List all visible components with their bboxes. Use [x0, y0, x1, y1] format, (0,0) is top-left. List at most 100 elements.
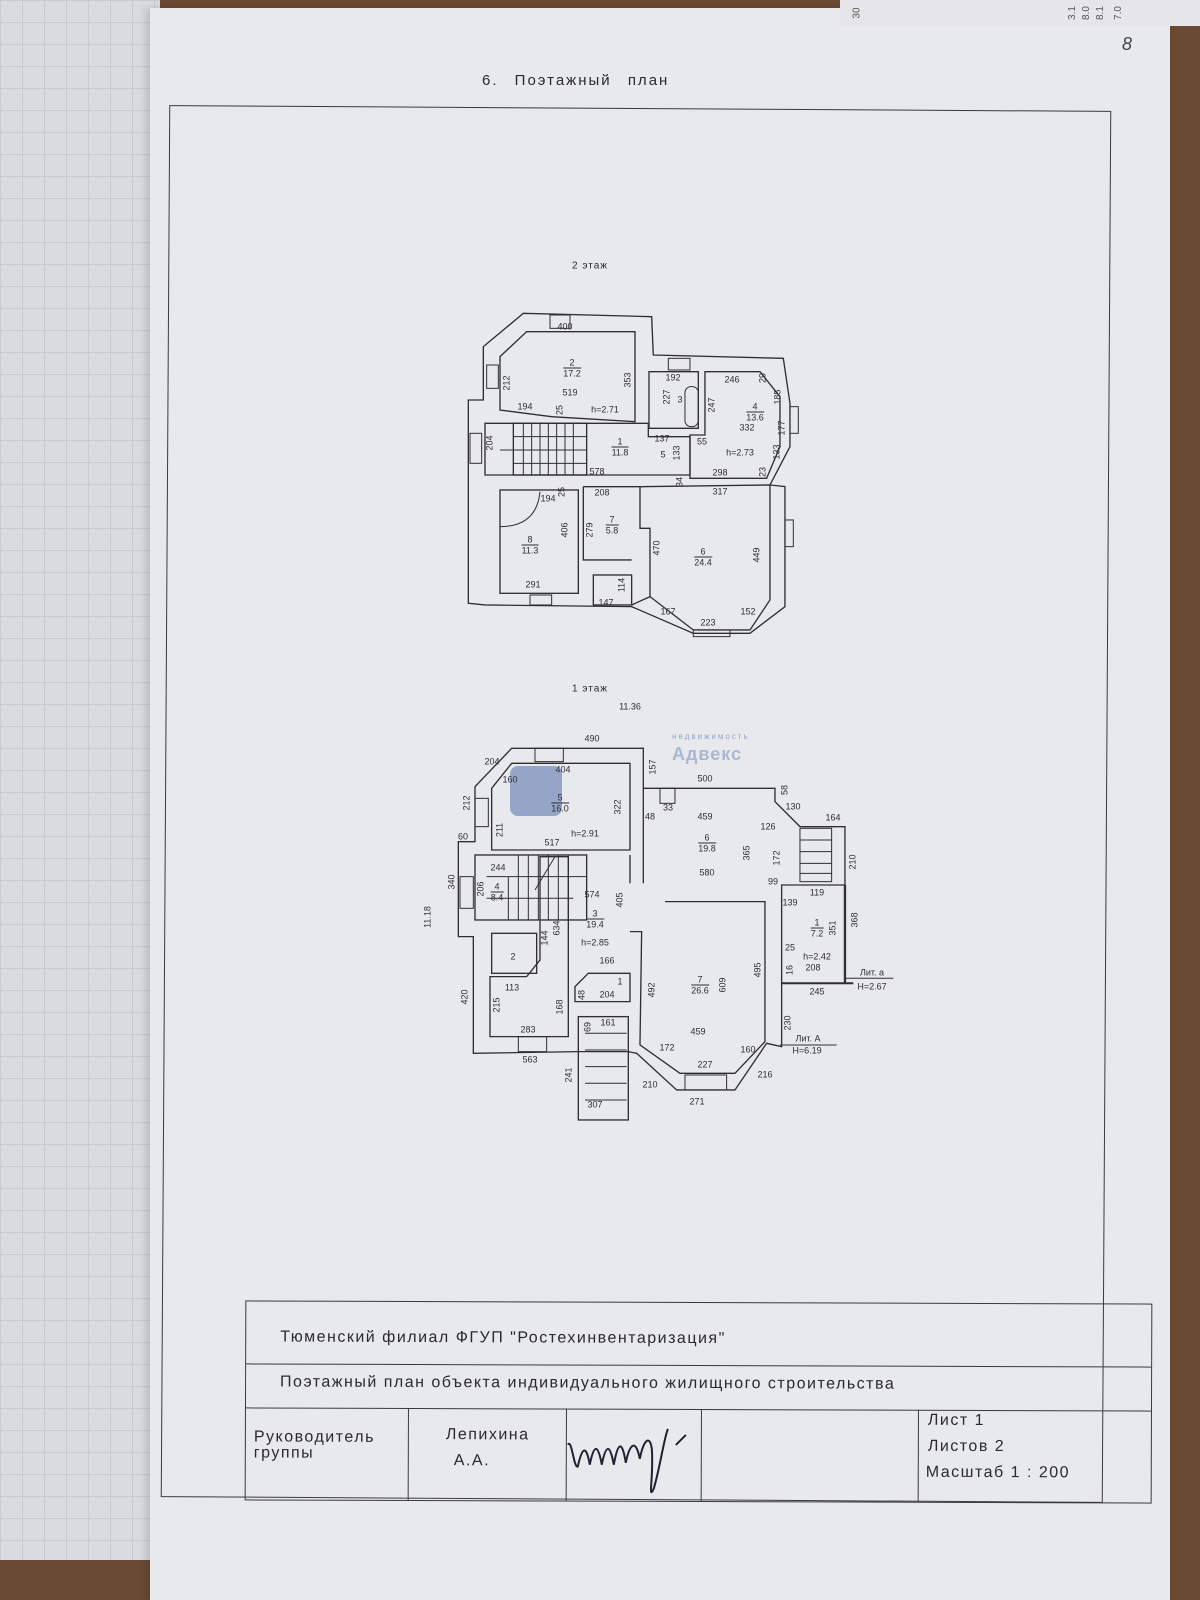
floor1-dimension-label: 58: [779, 784, 790, 796]
floor1-dimension-label: 172: [659, 1042, 675, 1053]
room-number: 5: [551, 793, 569, 804]
floor1-dimension-label: 2: [510, 951, 516, 962]
notebook-left-page: [0, 0, 160, 1560]
floor2-title: 2 этаж: [572, 260, 608, 272]
floor2-plan: [467, 312, 799, 638]
floor2-dimension-label: 29: [757, 372, 768, 384]
floor1-dimension-label: 33: [662, 802, 674, 813]
role-label: Руководитель группы: [253, 1428, 375, 1462]
room-number: 3: [586, 909, 604, 920]
floor1-dimension-label: 48: [576, 989, 587, 1001]
floor2-dimension-label: 279: [584, 522, 595, 538]
floor2-dimension-label: 406: [559, 522, 570, 538]
floor2-dimension-label: 194: [540, 493, 556, 504]
surname: Лепихина: [445, 1426, 530, 1444]
floor2-dimension-label: h=2.71: [591, 404, 619, 415]
sheet-number: Лист 1: [927, 1411, 986, 1430]
floor2-dimension-label: 5: [660, 449, 666, 460]
floor2-dimension-label: 208: [594, 487, 610, 498]
floor2-dimension-label: 449: [751, 547, 762, 563]
floor2-dimension-label: 227: [661, 389, 672, 405]
floor1-entrance-stair: [577, 1015, 629, 1121]
floor2-dimension-label: 298: [712, 467, 728, 478]
room-number: 6: [698, 833, 716, 844]
floor2-dimension-label: 223: [700, 617, 716, 628]
watermark-logo: [510, 766, 562, 816]
floor2-dimension-label: 212: [501, 375, 512, 391]
room-area: 17.2: [563, 368, 581, 379]
floor2-bathtub: [684, 386, 699, 428]
floor2-stair-treads: [499, 423, 587, 475]
floor2-dimension-label: 147: [598, 597, 614, 608]
title-block: Тюменский филиал ФГУП "Ростехинвентариза…: [244, 1300, 1153, 1504]
floor2-dimension-label: 204: [484, 435, 495, 451]
floor1-dimension-label: 580: [699, 867, 715, 878]
page-heading: 6. Поэтажный план: [482, 72, 670, 89]
floor1-dimension-label: 210: [642, 1079, 658, 1090]
floor2-dimension-label: 353: [622, 372, 633, 388]
watermark-brand: Адвекс: [672, 744, 743, 764]
floor1-dimension-label: 119: [809, 887, 825, 898]
floor2-dimension-label: 291: [525, 579, 541, 590]
floor1-dimension-label: 307: [587, 1099, 603, 1110]
floor2-dimension-label: 177: [776, 420, 787, 436]
room-area: 11.8: [611, 447, 629, 458]
floor1-title: 1 этаж: [572, 683, 608, 695]
floor1-dimension-label: 69: [582, 1021, 593, 1033]
floor1-dimension-label: h=2.85: [581, 937, 609, 948]
floor1-dimension-label: 1: [617, 976, 623, 987]
room-area: 24.4: [694, 557, 712, 568]
floor1-room-7: [629, 900, 766, 1074]
floor1-dimension-label: 495: [752, 962, 763, 978]
floor1-room-hall: [489, 855, 569, 1038]
room-area: 26.6: [691, 985, 709, 996]
floor1-dimension-label: 204: [484, 756, 500, 767]
floor1-dimension-label: 340: [446, 874, 457, 890]
floor1-dimension-label: 160: [502, 774, 518, 785]
organization-name: Тюменский филиал ФГУП "Ростехинвентариза…: [280, 1328, 726, 1348]
floor2-dimension-label: 519: [562, 387, 578, 398]
room-area: 11.3: [521, 545, 539, 556]
floor2-dimension-label: 194: [517, 401, 533, 412]
floor2-dimension-label: 133: [671, 445, 682, 461]
floor1-dimension-label: 16: [784, 964, 795, 976]
bg-fragment: 3.1: [1066, 6, 1078, 20]
floor1-dimension-label: 490: [584, 733, 600, 744]
floor1-dimension-label: 11.36: [619, 701, 641, 712]
floor1-dimension-label: 459: [697, 811, 713, 822]
floor1-dimension-label: 500: [697, 773, 713, 784]
floor1-dimension-label: 271: [689, 1096, 705, 1107]
floor1-dimension-label: 168: [554, 999, 565, 1015]
floor1-dimension-label: 208: [805, 962, 821, 973]
floor1-dimension-label: 25: [784, 942, 796, 953]
floor2-dimension-label: 133: [771, 444, 782, 460]
floor1-dimension-label: 215: [491, 997, 502, 1013]
floor2-dimension-label: 192: [665, 372, 681, 383]
floor1-dimension-label: 634: [551, 920, 562, 936]
floor2-dimension-label: 185: [772, 389, 783, 405]
bg-fragment: 8.0: [1080, 6, 1092, 20]
room-number: 1: [810, 918, 824, 929]
floor1-dimension-label: 368: [849, 912, 860, 928]
floor1-dimension-label: 230: [782, 1015, 793, 1031]
room-number: 8: [521, 535, 539, 546]
floor1-dimension-label: Н=6.19: [792, 1045, 822, 1056]
floor1-dimension-label: 164: [825, 812, 841, 823]
floor1-dimension-label: 160: [740, 1044, 756, 1055]
floor1-room-5: [490, 762, 631, 851]
room-area: 19.8: [698, 843, 716, 854]
room-area: 19.4: [586, 919, 604, 930]
floor1-dimension-label: Лит. А: [795, 1033, 821, 1044]
room-area: 13.6: [746, 412, 764, 423]
floor1-dimension-label: 99: [767, 876, 779, 887]
floor2-dimension-label: 137: [654, 433, 670, 444]
floor2-dimension-label: 578: [589, 466, 605, 477]
floor1-stair: [474, 854, 588, 921]
floor1-dimension-label: Лит. а: [859, 967, 885, 978]
room-area: 7.2: [810, 928, 824, 939]
